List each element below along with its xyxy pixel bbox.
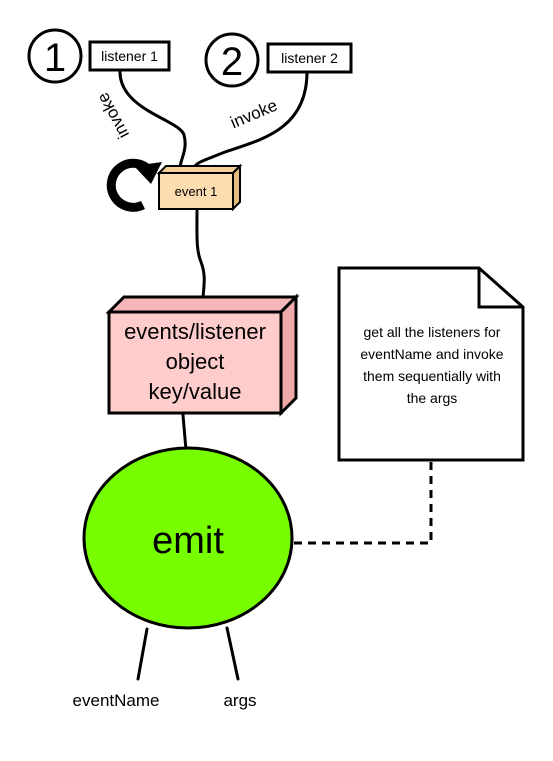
store-line-2: object bbox=[166, 349, 225, 374]
store-line-1: events/listener bbox=[124, 319, 266, 344]
connector-listener-2-event bbox=[193, 70, 309, 168]
note-fold bbox=[477, 268, 523, 309]
connector-listener-1-event bbox=[118, 70, 187, 170]
step-2-number: 2 bbox=[221, 40, 243, 84]
note-line-3: them sequentially with bbox=[363, 368, 501, 384]
step-1: 1 listener 1 bbox=[27, 28, 171, 84]
store-box: events/listener object key/value bbox=[105, 293, 300, 417]
step-2: 2 listener 2 bbox=[204, 32, 353, 88]
listener-1-box bbox=[88, 40, 171, 72]
listener-2-box bbox=[266, 42, 353, 74]
connector-event-store bbox=[195, 209, 206, 299]
listener-2-label: listener 2 bbox=[281, 50, 338, 66]
connector-store-emit bbox=[181, 413, 188, 452]
note-page: get all the listeners for eventName and … bbox=[337, 266, 525, 462]
step-1-number: 1 bbox=[44, 36, 66, 80]
step-2-circle bbox=[204, 32, 260, 88]
param-eventname-label: eventName bbox=[73, 691, 160, 710]
note-line-4: the args bbox=[407, 390, 458, 406]
note-line-1: get all the listeners for bbox=[364, 324, 501, 340]
param-line-args bbox=[225, 626, 240, 681]
connector-emit-note bbox=[294, 462, 433, 545]
event-box-label: event 1 bbox=[175, 184, 218, 199]
store-line-3: key/value bbox=[149, 379, 242, 404]
param-args-label: args bbox=[223, 691, 256, 710]
refresh-arrow-icon bbox=[106, 158, 162, 212]
param-line-eventname bbox=[136, 627, 149, 681]
event-box: event 1 bbox=[156, 163, 243, 212]
emit-label: emit bbox=[152, 520, 224, 562]
listener-1-label: listener 1 bbox=[101, 48, 158, 64]
step-1-circle bbox=[27, 28, 83, 84]
emit-node: emit bbox=[82, 446, 294, 630]
invoke-label-1: invoke bbox=[93, 89, 133, 141]
invoke-label-2: invoke bbox=[228, 96, 281, 133]
note-line-2: eventName and invoke bbox=[360, 346, 503, 362]
